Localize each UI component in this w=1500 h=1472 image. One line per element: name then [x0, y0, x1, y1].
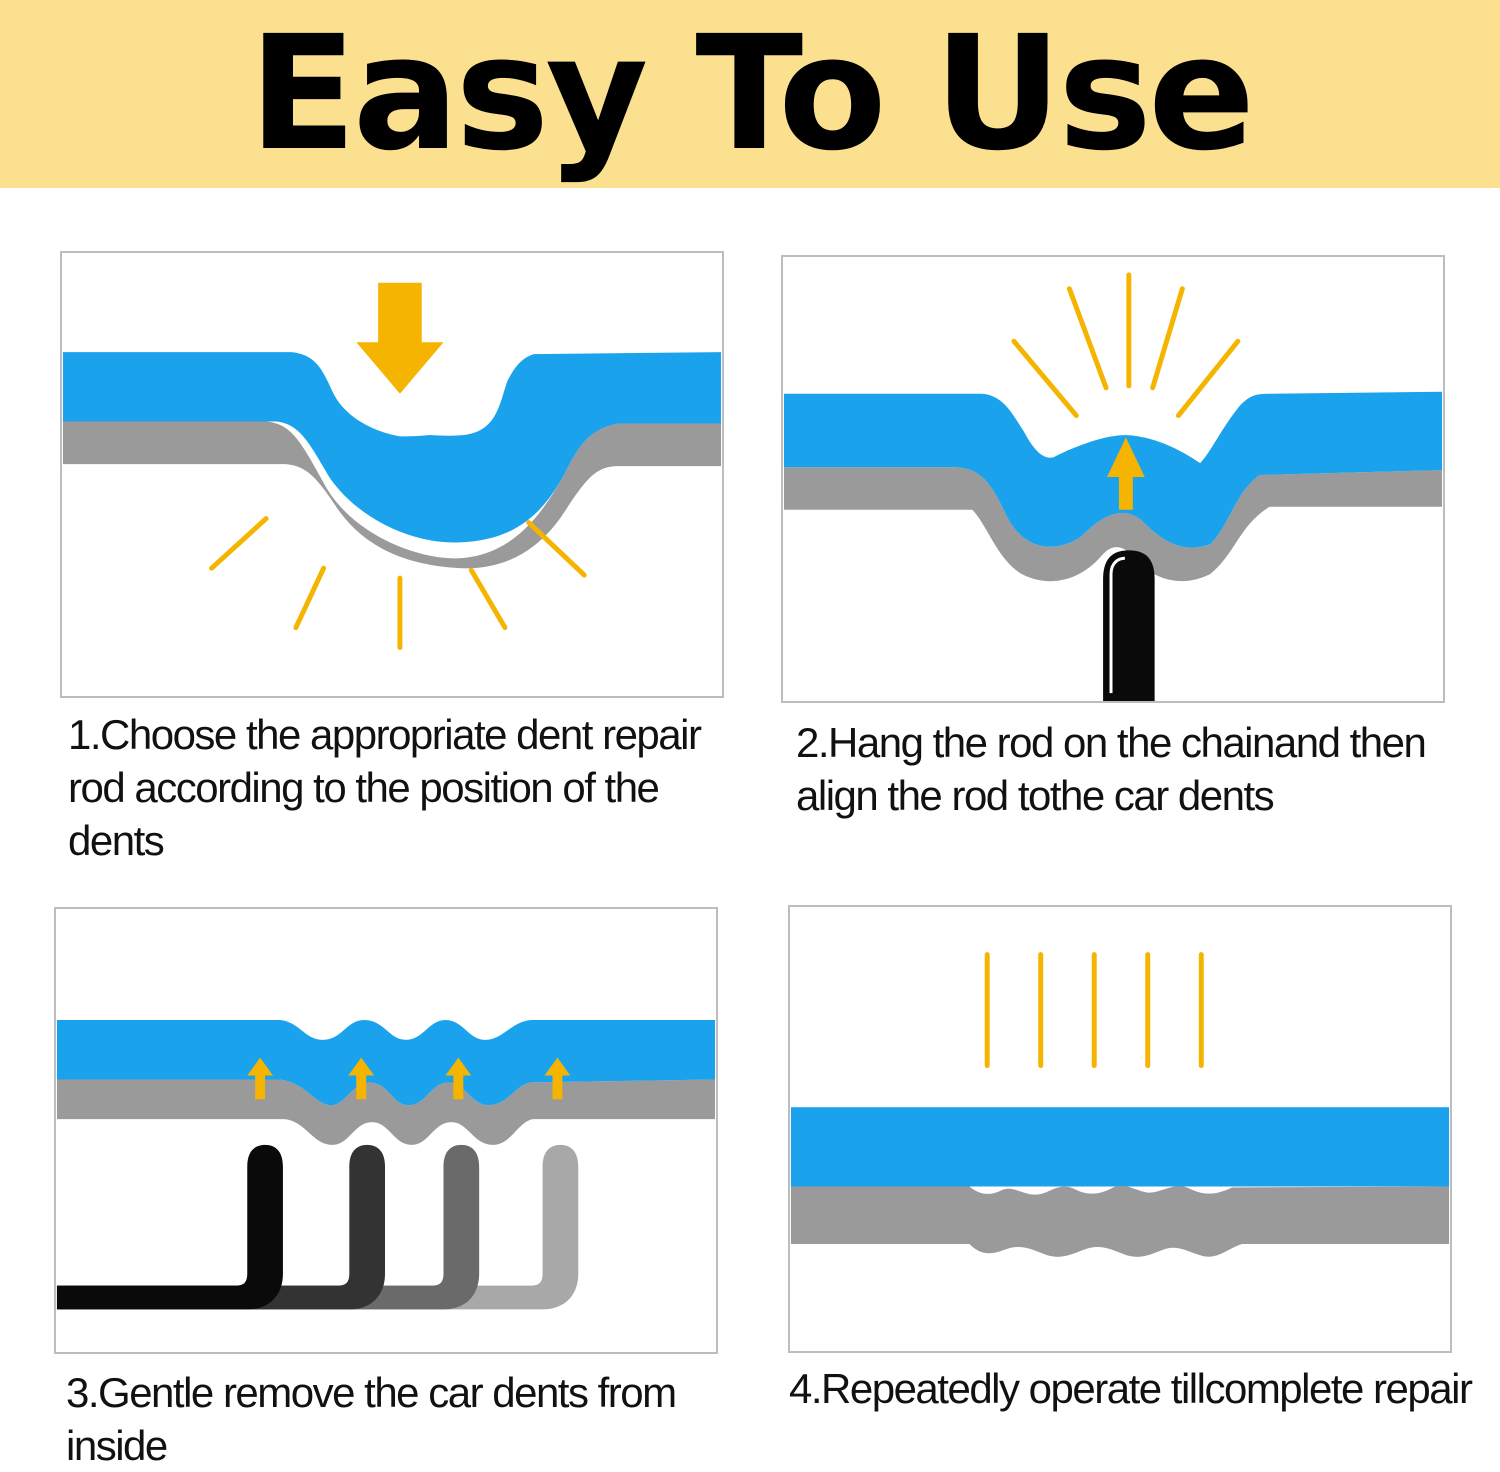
- step-3-illustration: [54, 907, 718, 1354]
- dent-notch: [312, 352, 529, 436]
- rod-highlight: [1109, 556, 1126, 694]
- paint-layer: [790, 1107, 1450, 1187]
- metal-layer: [56, 1079, 716, 1145]
- rod-pushing-diagram: [783, 272, 1443, 701]
- paint-layer: [56, 1019, 716, 1106]
- up-arrows-icon: [247, 1057, 571, 1100]
- page-title: Easy To Use: [248, 2, 1255, 186]
- step-1-caption: 1.Choose the appropriate dent repair rod…: [68, 711, 702, 864]
- metal-layer: [783, 467, 1443, 582]
- metal-layer: [62, 421, 722, 569]
- paint-layer: [62, 352, 722, 543]
- smooth-rays-icon: [984, 952, 1204, 1069]
- step-3-caption: 3.Gentle remove the car dents from insid…: [66, 1369, 677, 1469]
- impact-rays-icon: [209, 516, 587, 650]
- dent-pressed-diagram: [62, 282, 722, 650]
- step-4-illustration: [788, 905, 1452, 1353]
- repair-rod-2: [56, 1144, 386, 1310]
- step-1-illustration: [60, 251, 724, 698]
- repair-rod-1: [56, 1144, 283, 1310]
- repair-rod-4: [56, 1144, 579, 1310]
- metal-layer: [790, 1185, 1450, 1257]
- step-2-illustration: [781, 255, 1445, 703]
- repaired-panel-diagram: [790, 952, 1450, 1257]
- step-4-caption: 4.Repeatedly operate tillcomplete repair: [789, 1365, 1473, 1412]
- release-rays-icon: [1011, 272, 1241, 419]
- up-arrow-icon: [1107, 437, 1145, 510]
- multi-rod-diagram: [56, 1019, 716, 1310]
- title-banner: Easy To Use: [0, 0, 1500, 188]
- repair-rod-icon: [1103, 550, 1155, 701]
- step-2-caption: 2.Hang the rod on the chainand then alig…: [796, 719, 1427, 819]
- down-arrow-icon: [356, 282, 444, 394]
